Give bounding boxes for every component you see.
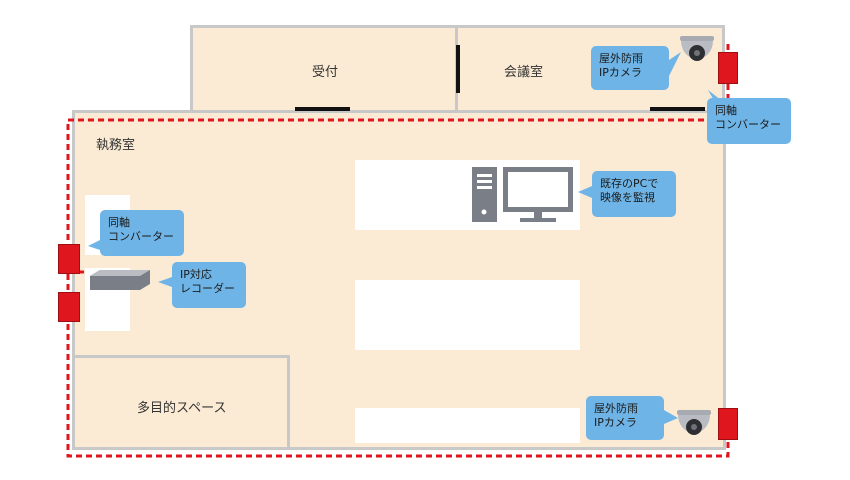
coaxial-converter-left-upper (58, 244, 80, 274)
callout-camera-top-line1: 屋外防雨 (599, 52, 643, 65)
callout-camera-bottom: 屋外防雨 IPカメラ (586, 396, 664, 440)
callout-converter-right-line1: 同軸 (715, 104, 737, 117)
callout-tail-recorder (158, 277, 172, 287)
dome-camera-icon-top (680, 36, 714, 61)
callout-pc-monitor-line1: 既存のPCで (600, 177, 659, 190)
monitor-icon (503, 167, 573, 222)
door-reception (295, 107, 350, 111)
callout-converter-left-line2: コンバーター (108, 230, 174, 243)
room-multipurpose (72, 355, 290, 450)
callout-tail-converter-left (88, 240, 100, 250)
dome-camera-icon-bottom (677, 410, 711, 435)
callout-camera-bottom-line2: IPカメラ (594, 416, 637, 429)
door-meeting (650, 107, 705, 111)
callout-converter-left-line1: 同軸 (108, 216, 130, 229)
room-label-reception: 受付 (312, 65, 339, 80)
callout-recorder-line2: レコーダー (180, 282, 235, 295)
coaxial-converter-bottom-right (718, 408, 738, 440)
callout-recorder-line1: IP対応 (180, 268, 212, 281)
room-label-office: 執務室 (96, 138, 136, 153)
callout-converter-right-line2: コンバーター (715, 118, 781, 131)
callout-pc-monitor: 既存のPCで 映像を監視 (592, 171, 676, 217)
recorder-icon (90, 270, 150, 290)
desk-middle (355, 280, 580, 350)
room-label-multipurpose: 多目的スペース (137, 401, 227, 416)
callout-converter-right: 同軸 コンバーター (707, 98, 791, 144)
callout-camera-top-line2: IPカメラ (599, 66, 642, 79)
partition-wall (456, 45, 460, 93)
room-label-meeting: 会議室 (504, 65, 544, 80)
pc-tower-icon (472, 167, 497, 222)
room-meeting (455, 25, 725, 115)
callout-recorder: IP対応 レコーダー (172, 262, 246, 308)
callout-pc-monitor-line2: 映像を監視 (600, 191, 655, 204)
callout-tail-camera-bottom (664, 410, 678, 424)
callout-tail-pc-monitor (578, 186, 592, 198)
coaxial-converter-top-right (718, 52, 738, 84)
callout-camera-top: 屋外防雨 IPカメラ (591, 46, 669, 90)
coaxial-converter-left-lower (58, 292, 80, 322)
desk-bottom (355, 408, 580, 443)
callout-converter-left: 同軸 コンバーター (100, 210, 184, 256)
callout-camera-bottom-line1: 屋外防雨 (594, 402, 638, 415)
callout-tail-camera-top (669, 52, 681, 76)
